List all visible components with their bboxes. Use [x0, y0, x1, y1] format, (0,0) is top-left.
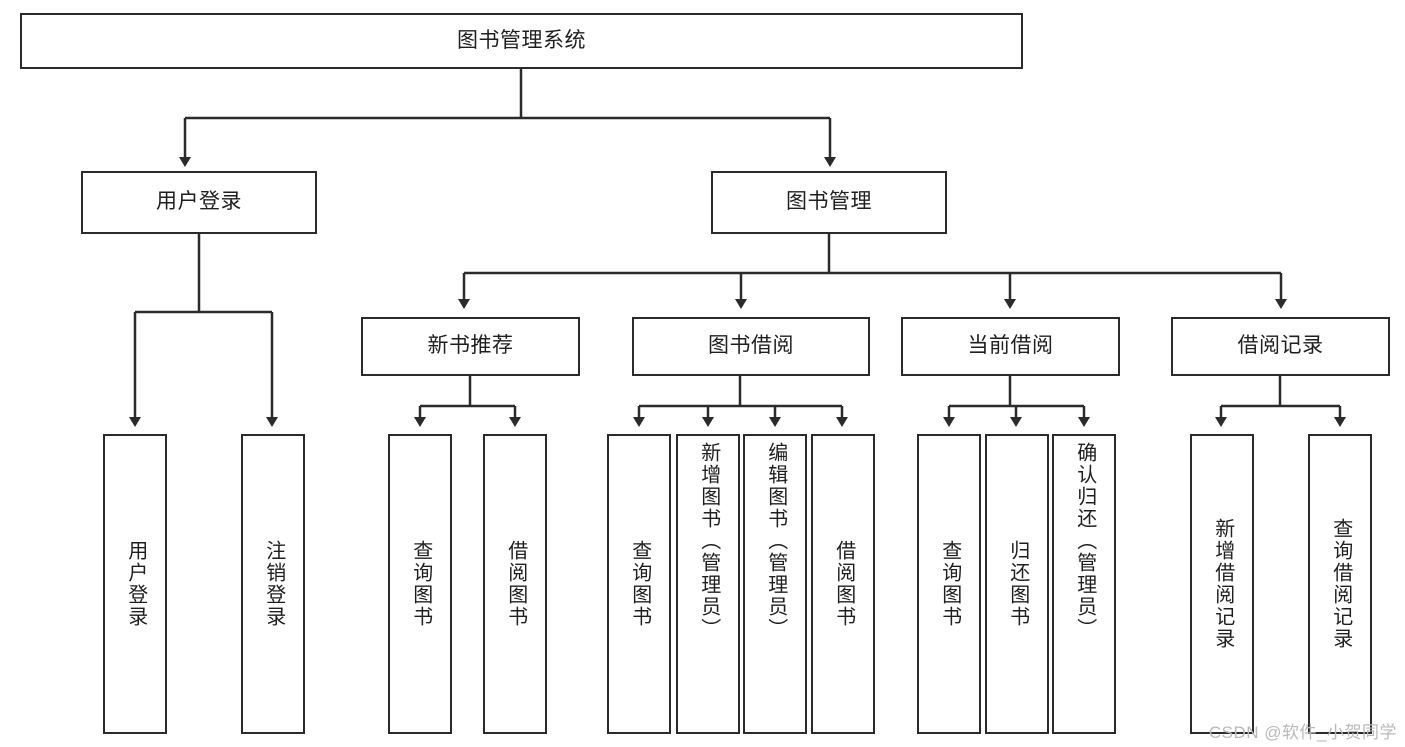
leaf-query-borrow-record[interactable]: 查询借阅记录 — [1308, 434, 1372, 734]
node-label: 新书推荐 — [427, 334, 514, 358]
node-label: 图书管理系统 — [457, 28, 586, 52]
node-label: 借阅图书 — [832, 540, 855, 628]
node-label: 注销登录 — [262, 540, 285, 628]
node-label: 编辑图书（管理员） — [764, 442, 787, 640]
node-label: 图书管理 — [786, 190, 872, 214]
node-label: 图书借阅 — [708, 334, 794, 358]
node-user-login[interactable]: 用户登录 — [81, 171, 317, 234]
node-label: 借阅记录 — [1237, 334, 1324, 358]
leaf-query-book-2[interactable]: 查询图书 — [607, 434, 671, 734]
leaf-return-book[interactable]: 归还图书 — [985, 434, 1049, 734]
node-label: 确认归还（管理员） — [1073, 442, 1096, 640]
node-book-management[interactable]: 图书管理 — [711, 171, 947, 234]
leaf-add-borrow-record[interactable]: 新增借阅记录 — [1190, 434, 1254, 734]
leaf-borrow-book-1[interactable]: 借阅图书 — [483, 434, 547, 734]
node-label: 查询图书 — [628, 540, 651, 628]
node-borrow-record[interactable]: 借阅记录 — [1171, 317, 1390, 376]
node-label: 归还图书 — [1006, 540, 1029, 628]
leaf-query-book-3[interactable]: 查询图书 — [917, 434, 981, 734]
node-new-book-recommend[interactable]: 新书推荐 — [361, 317, 580, 376]
node-label: 新增图书（管理员） — [697, 442, 720, 640]
node-label: 查询图书 — [938, 540, 961, 628]
node-label: 用户登录 — [156, 190, 242, 214]
watermark-text: CSDN @软件_小贺同学 — [1208, 723, 1397, 742]
leaf-confirm-return-admin[interactable]: 确认归还（管理员） — [1052, 434, 1116, 734]
leaf-add-book-admin[interactable]: 新增图书（管理员） — [676, 434, 740, 734]
node-label: 借阅图书 — [504, 540, 527, 628]
node-label: 查询图书 — [409, 540, 432, 628]
leaf-borrow-book-2[interactable]: 借阅图书 — [811, 434, 875, 734]
leaf-logout[interactable]: 注销登录 — [241, 434, 305, 734]
leaf-user-login[interactable]: 用户登录 — [103, 434, 167, 734]
node-book-management-system[interactable]: 图书管理系统 — [20, 13, 1023, 69]
node-label: 新增借阅记录 — [1211, 518, 1234, 650]
node-label: 查询借阅记录 — [1329, 518, 1352, 650]
node-current-borrow[interactable]: 当前借阅 — [901, 317, 1120, 376]
leaf-edit-book-admin[interactable]: 编辑图书（管理员） — [743, 434, 807, 734]
node-book-borrow[interactable]: 图书借阅 — [632, 317, 870, 376]
node-label: 当前借阅 — [967, 334, 1054, 358]
node-label: 用户登录 — [124, 540, 147, 628]
leaf-query-book-1[interactable]: 查询图书 — [388, 434, 452, 734]
